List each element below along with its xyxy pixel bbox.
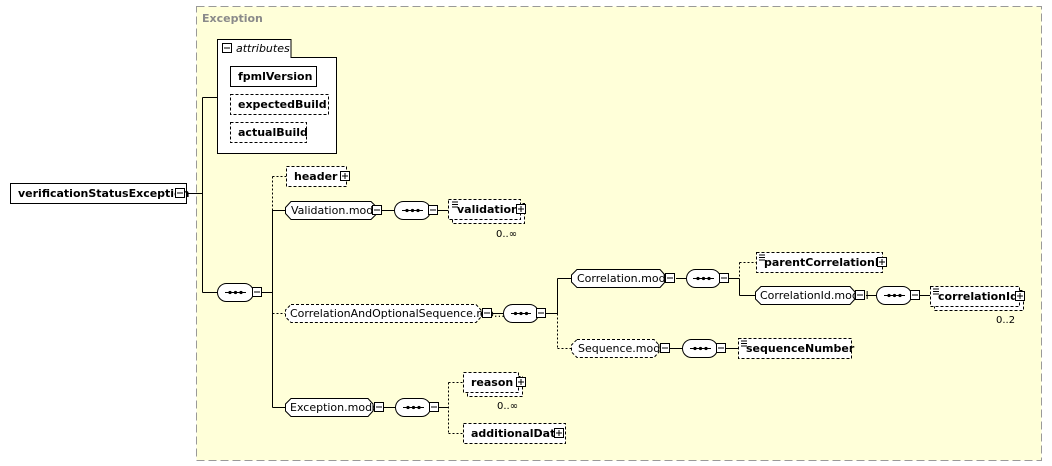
sequence-number-label: sequenceNumber <box>746 342 855 355</box>
correlation-id-model-label: CorrelationId.model <box>760 289 869 302</box>
reason-expand-icon[interactable] <box>516 377 526 387</box>
validation-sequence-compositor[interactable] <box>394 201 438 220</box>
correlation-id-sequence-collapse-icon[interactable] <box>910 290 920 300</box>
sequence-model-collapse-icon[interactable] <box>660 343 670 353</box>
validation-sequence-collapse-icon[interactable] <box>428 205 438 215</box>
additional-data-expand-icon[interactable] <box>554 428 564 438</box>
correlation-choice-collapse-icon[interactable] <box>536 308 546 318</box>
validation-label: validation <box>457 203 519 216</box>
reason-element[interactable]: reason 0..∞ <box>463 372 526 413</box>
correlation-id-multiplicity: 0..2 <box>996 315 1015 326</box>
additional-data-label: additionalData <box>471 427 563 440</box>
attr-actualbuild-box[interactable] <box>230 122 307 143</box>
root-collapse-icon[interactable] <box>175 188 185 198</box>
exception-sequence-compositor[interactable] <box>395 398 439 417</box>
correlation-id-model-group[interactable]: CorrelationId.model <box>755 286 869 305</box>
correlation-model-collapse-icon[interactable] <box>665 273 675 283</box>
correlation-sequence-model-label: CorrelationAndOptionalSequence.mo… <box>290 307 505 320</box>
correlation-model-group[interactable]: Correlation.model <box>571 269 676 288</box>
attributes-title: attributes <box>236 42 290 55</box>
correlation-model-label: Correlation.model <box>577 272 675 285</box>
attr-fpmlversion: fpmlVersion <box>238 70 312 83</box>
validation-model-group[interactable]: Validation.model <box>285 201 384 220</box>
exception-model-label: Exception.model <box>290 401 382 414</box>
root-element[interactable]: verificationStatusException <box>10 183 190 204</box>
correlation-sequence-compositor[interactable] <box>686 269 729 288</box>
sequence-number-element[interactable]: sequenceNumber <box>738 338 855 359</box>
correlation-choice-compositor[interactable] <box>503 304 546 323</box>
validation-model-label: Validation.model <box>291 204 383 217</box>
main-sequence-collapse-icon[interactable] <box>252 287 262 297</box>
correlation-id-sequence-compositor[interactable] <box>876 286 920 305</box>
exception-sequence-collapse-icon[interactable] <box>429 402 439 412</box>
header-label: header <box>294 170 338 183</box>
attributes-box: attributes fpmlVersion expectedBuild act… <box>217 39 337 154</box>
group-title: Exception <box>202 12 263 25</box>
attr-expectedbuild: expectedBuild <box>238 98 327 111</box>
sequence-number-sequence-compositor[interactable] <box>682 339 726 358</box>
attr-expectedbuild-box[interactable] <box>230 94 329 115</box>
exception-model-collapse-icon[interactable] <box>374 402 384 412</box>
parent-correlation-id-element[interactable]: parentCorrelationId <box>756 252 887 273</box>
correlation-sequence-model-group[interactable]: CorrelationAndOptionalSequence.mo… <box>285 304 505 323</box>
validation-model-collapse-icon[interactable] <box>372 205 382 215</box>
correlation-id-model-collapse-icon[interactable] <box>855 290 865 300</box>
collapse-icon[interactable] <box>222 43 232 53</box>
attr-actualbuild: actualBuild <box>238 126 308 139</box>
correlation-sequence-collapse-icon[interactable] <box>719 273 729 283</box>
connectors <box>187 97 930 434</box>
correlation-sequence-model-collapse-icon[interactable] <box>482 308 492 318</box>
validation-expand-icon[interactable] <box>516 204 526 214</box>
reason-multiplicity: 0..∞ <box>497 401 518 412</box>
correlation-id-expand-icon[interactable] <box>1015 291 1025 301</box>
reason-label: reason <box>471 376 513 389</box>
sequence-model-label: Sequence.model <box>578 342 670 355</box>
exception-group: Exception <box>196 6 1042 461</box>
root-element-label: verificationStatusException <box>18 187 189 200</box>
parent-correlation-id-expand-icon[interactable] <box>877 257 887 267</box>
attr-fpmlversion-box[interactable] <box>230 66 317 87</box>
header-element[interactable]: header <box>286 166 350 187</box>
sequence-number-sequence-collapse-icon[interactable] <box>716 343 726 353</box>
header-expand-icon[interactable] <box>340 171 350 181</box>
additional-data-element[interactable]: additionalData <box>463 423 566 444</box>
main-sequence-compositor[interactable] <box>217 283 262 302</box>
correlation-id-element[interactable]: correlationId 0..2 <box>930 286 1025 327</box>
correlation-id-label: correlationId <box>938 290 1018 303</box>
exception-model-group[interactable]: Exception.model <box>285 398 384 417</box>
validation-element[interactable]: validation 0..∞ <box>448 199 526 241</box>
validation-multiplicity: 0..∞ <box>496 229 517 240</box>
parent-correlation-id-label: parentCorrelationId <box>764 256 887 269</box>
sequence-model-group[interactable]: Sequence.model <box>571 339 671 358</box>
